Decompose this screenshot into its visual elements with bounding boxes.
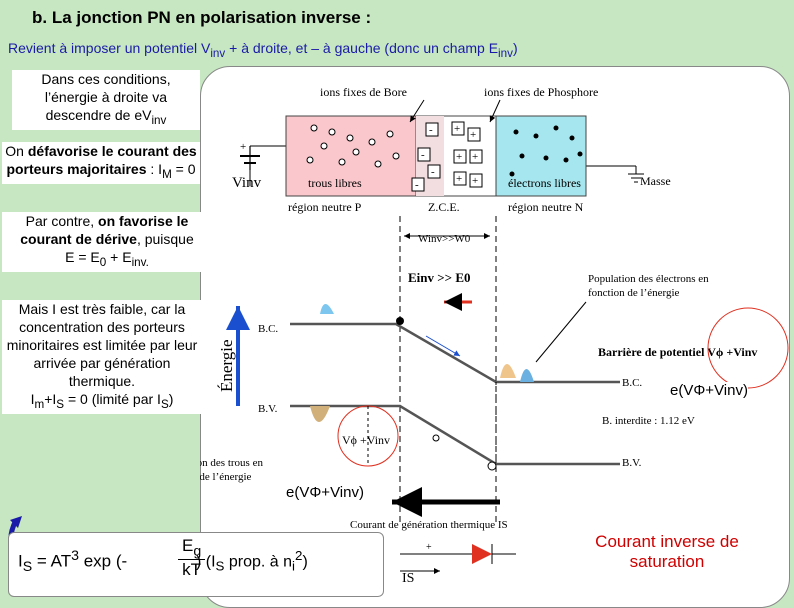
svg-text:B.C.: B.C. <box>258 323 278 335</box>
label-ions-phosphore: ions fixes de Phosphore <box>484 85 598 99</box>
svg-text:-: - <box>431 166 435 178</box>
formula-is: IS = AT3 exp (- <box>18 548 128 576</box>
label-courant-inverse: Courant inverse de saturation <box>595 532 739 571</box>
label-ions-bore: ions fixes de Bore <box>320 85 407 99</box>
svg-text:+: + <box>454 123 460 135</box>
label-masse: Masse <box>640 174 671 188</box>
label-pop-trous-2: fonction de l’énergie <box>200 471 252 483</box>
label-is: IS <box>402 571 414 586</box>
svg-text:+: + <box>456 173 462 185</box>
subtitle: Revient à imposer un potentiel Vinv + à … <box>8 40 518 60</box>
label-vinv: Vinv <box>232 175 262 191</box>
text-block-1: Dans ces conditions, l’énergie à droite … <box>12 70 200 130</box>
svg-text:-: - <box>415 179 419 191</box>
label-vphi: Vϕ +Vinv <box>342 433 390 447</box>
formula-box <box>8 532 384 597</box>
label-e-vphi-bottom: e(VΦ+Vinv) <box>286 484 364 501</box>
svg-text:+: + <box>426 542 432 553</box>
label-e-vphi-right: e(VΦ+Vinv) <box>670 382 748 399</box>
label-electrons: électrons libres <box>508 176 581 190</box>
label-energie: Énergie <box>217 339 236 392</box>
label-pop-trous-1: Population des trous en <box>200 457 263 469</box>
page-title: b. La jonction PN en polarisation invers… <box>32 8 372 27</box>
plus-sign: + <box>240 141 246 153</box>
svg-text:+: + <box>472 175 478 187</box>
label-w: Winv>>W0 <box>418 233 471 245</box>
pn-junction-diagram: + - - - - + + + + + + ions fixes de Bore… <box>200 85 789 586</box>
svg-text:B.V.: B.V. <box>622 457 642 469</box>
label-barriere: Barrière de potentiel Vϕ +Vinv <box>598 345 757 359</box>
text-block-2: On défavorise le courant des porteurs ma… <box>2 142 200 184</box>
svg-text:+: + <box>456 151 462 163</box>
label-trous: trous libres <box>308 176 362 190</box>
band-bc <box>290 322 620 384</box>
formula-tail: ) (IS prop. à ni2) <box>196 548 308 574</box>
label-e: Einv >> E0 <box>408 270 471 285</box>
svg-text:B.V.: B.V. <box>258 403 278 415</box>
label-courant-gen: Courant de génération thermique IS <box>350 519 508 531</box>
formula-fraction: Eg kT <box>178 536 206 580</box>
label-bandgap: B. interdite : 1.12 eV <box>602 415 695 427</box>
svg-text:+: + <box>472 151 478 163</box>
svg-text:-: - <box>429 124 433 136</box>
label-zce: Z.C.E. <box>428 200 460 214</box>
label-region-p: région neutre P <box>288 200 362 214</box>
svg-text:-: - <box>421 149 425 161</box>
svg-text:B.C.: B.C. <box>622 377 642 389</box>
label-pop-elec-2: fonction de l’énergie <box>588 287 680 299</box>
text-block-4: Mais I est très faible, car la concentra… <box>2 300 202 414</box>
text-block-3: Par contre, on favorise le courant de dé… <box>2 212 212 272</box>
band-bv <box>290 404 620 466</box>
label-pop-elec-1: Population des électrons en <box>588 273 709 285</box>
svg-text:+: + <box>470 129 476 141</box>
n-region <box>495 115 587 197</box>
label-region-n: région neutre N <box>508 200 584 214</box>
